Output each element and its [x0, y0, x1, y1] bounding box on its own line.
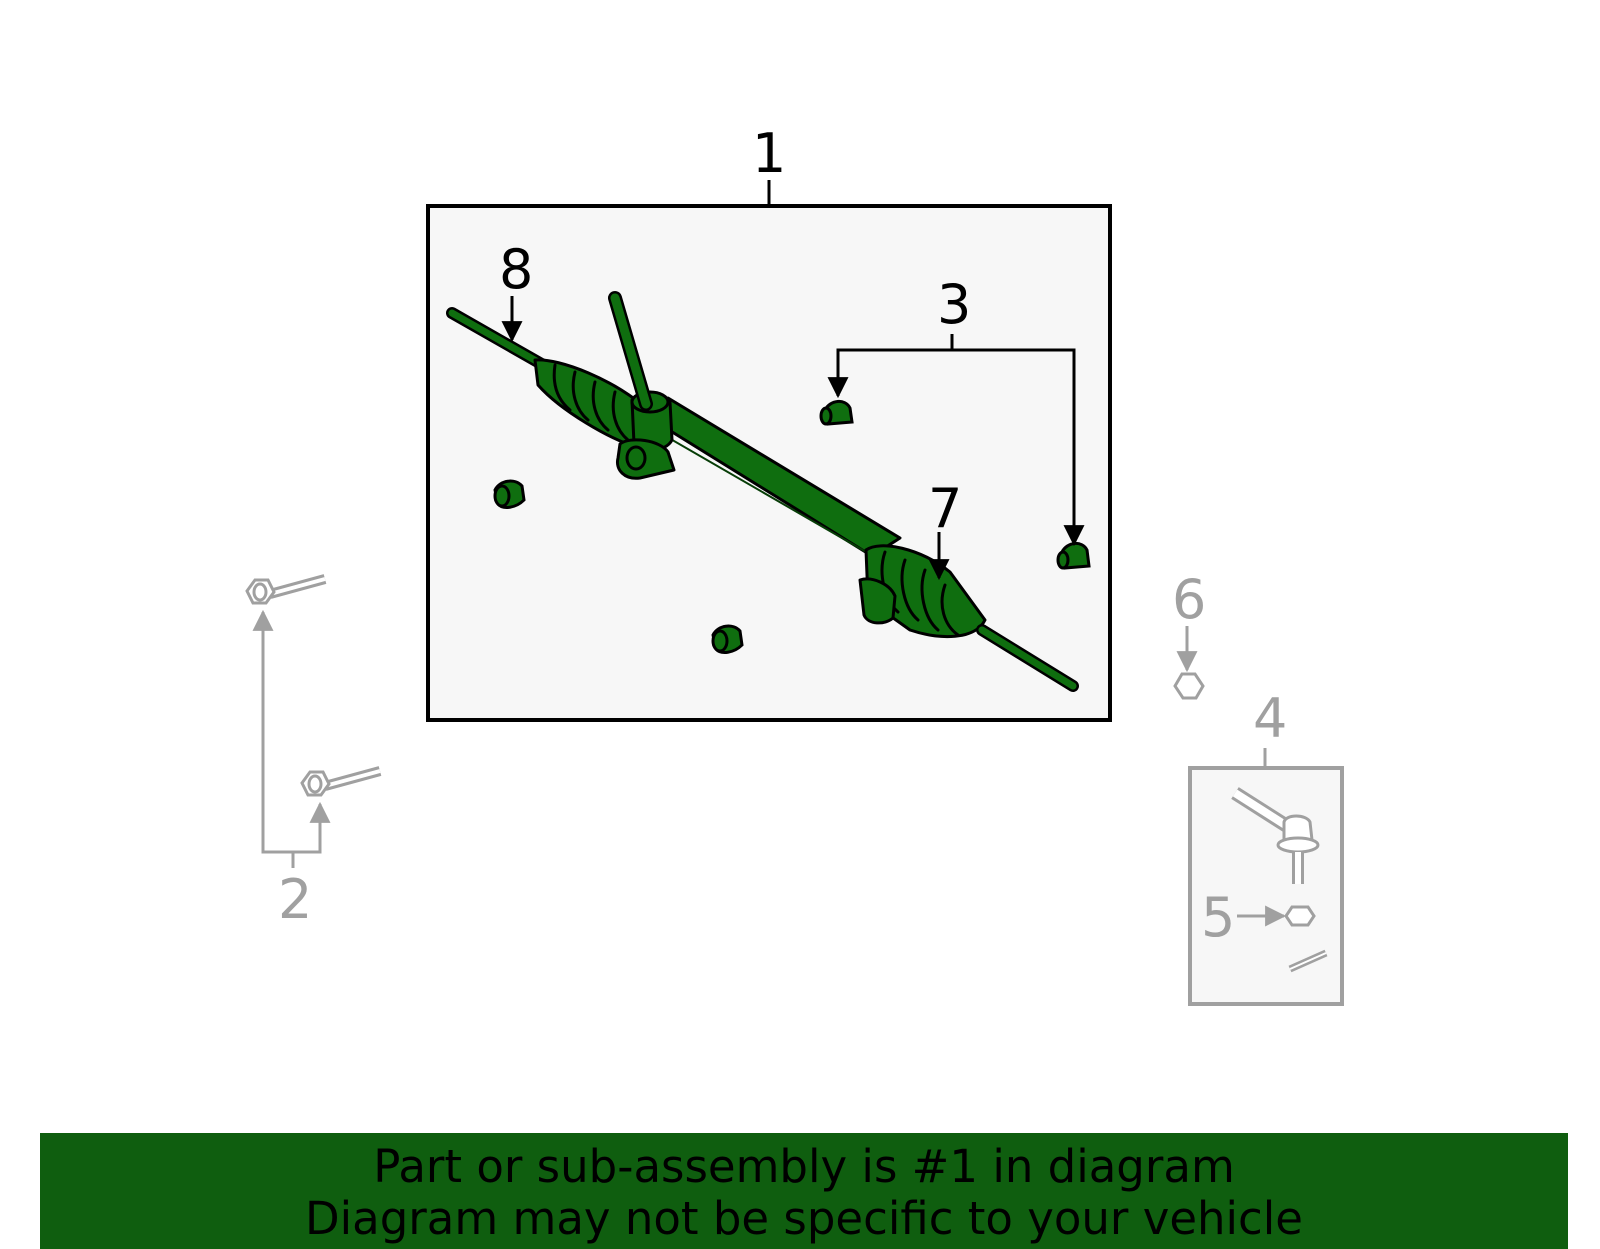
- leader-line-3: [827, 334, 954, 399]
- banner-line-2: Diagram may not be specific to your vehi…: [305, 1192, 1303, 1245]
- callout-3[interactable]: 3: [937, 273, 971, 336]
- callout-1[interactable]: 1: [752, 122, 786, 185]
- callout-5[interactable]: 5: [1201, 886, 1235, 949]
- leader-line-2-left: [252, 609, 293, 854]
- grommet-left[interactable]: [493, 479, 526, 509]
- nut-part-5[interactable]: [1284, 905, 1316, 927]
- grommet-bottom[interactable]: [711, 624, 744, 654]
- callout-7[interactable]: 7: [928, 477, 962, 540]
- callout-8[interactable]: 8: [499, 238, 533, 301]
- bushing-part-3-right[interactable]: [1056, 542, 1091, 570]
- footer-banner: Part or sub-assembly is #1 in diagram Di…: [40, 1133, 1568, 1249]
- tie-rod-end-part-4[interactable]: [1231, 787, 1320, 884]
- bolt-part-2-lower[interactable]: [300, 766, 382, 797]
- steering-rack-part[interactable]: [446, 291, 1079, 692]
- callout-2[interactable]: 2: [278, 868, 312, 931]
- leader-line-3-right: [952, 348, 1085, 547]
- cotter-pin[interactable]: [1288, 949, 1328, 973]
- callout-6[interactable]: 6: [1172, 568, 1206, 631]
- callout-4[interactable]: 4: [1253, 687, 1287, 750]
- leader-line-2-right: [293, 801, 331, 854]
- kit-box-part-4[interactable]: [1188, 766, 1344, 1006]
- nut-part-6[interactable]: [1173, 672, 1205, 700]
- bolt-part-2-upper[interactable]: [245, 574, 327, 605]
- bushing-part-3-top[interactable]: [819, 400, 854, 426]
- banner-line-1: Part or sub-assembly is #1 in diagram: [373, 1140, 1235, 1193]
